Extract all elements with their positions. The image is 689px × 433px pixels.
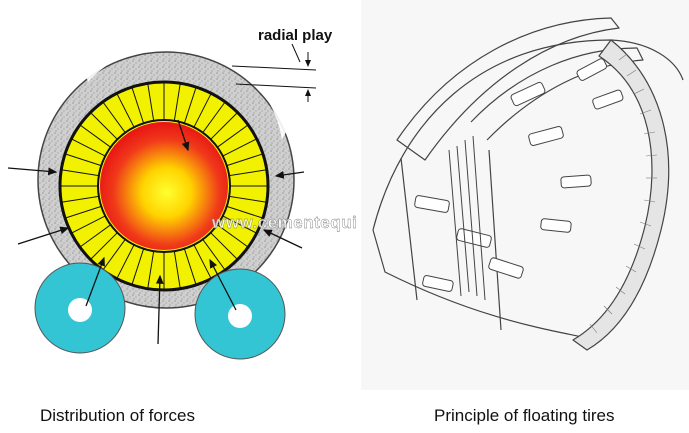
shell-segment-divider xyxy=(79,224,111,248)
shell-segment-divider xyxy=(79,124,111,148)
shell-segment-divider xyxy=(210,112,238,140)
shell-segment-divider xyxy=(217,224,249,248)
tire-slats xyxy=(448,135,486,301)
shell-segment-divider xyxy=(210,232,238,260)
shell-cut-hatching xyxy=(589,53,658,334)
shell-segment-divider xyxy=(71,215,106,234)
shell-segment-lines xyxy=(60,82,268,290)
shell-segment-divider xyxy=(61,169,99,177)
shell-segment-divider xyxy=(90,232,118,260)
shell-segment-divider xyxy=(229,169,267,177)
shell-segment-divider xyxy=(183,86,197,124)
shell-segment-divider xyxy=(102,239,126,271)
shell-segment-divider xyxy=(64,205,102,219)
shell-segment-divider xyxy=(183,248,197,286)
support-roller-right xyxy=(194,268,286,360)
floating-tire-sketch-panel xyxy=(361,0,689,390)
support-roller-left xyxy=(34,262,126,354)
shell-segment-divider xyxy=(116,93,135,128)
caption-floating-tires: Principle of floating tires xyxy=(434,406,615,425)
shell-segment-divider xyxy=(147,83,155,121)
kiln-shell-core xyxy=(100,122,228,250)
tire-support-blocks xyxy=(414,58,624,292)
floating-tire-sketch xyxy=(372,17,684,351)
shell-segment-divider xyxy=(71,138,106,157)
shell-segment-divider xyxy=(222,215,257,234)
shell-segment-divider xyxy=(217,124,249,148)
caption-distribution-of-forces: Distribution of forces xyxy=(40,406,195,425)
shell-segment-divider xyxy=(90,112,118,140)
shell-segment-divider xyxy=(116,244,135,279)
shell-outer-edge xyxy=(372,39,684,231)
shell-segment-divider xyxy=(147,251,155,289)
shell-segment-divider xyxy=(102,101,126,133)
radial-play-label: radial play xyxy=(258,27,333,44)
shell-segment-divider xyxy=(226,205,264,219)
shell-segment-divider xyxy=(193,93,212,128)
radial-play-dimension xyxy=(231,43,317,102)
tire-front-face xyxy=(400,149,502,331)
shell-segment-divider xyxy=(226,153,264,167)
shell-segment-divider xyxy=(229,195,267,203)
shell-segment-divider xyxy=(202,101,226,133)
shell-segment-divider xyxy=(222,138,257,157)
shell-segment-divider xyxy=(202,239,226,271)
watermark-text: www.cementequipment.org xyxy=(211,213,358,232)
shell-cut-edge xyxy=(572,39,670,351)
tire-outer-edge xyxy=(396,17,620,161)
shell-segment-divider xyxy=(193,244,212,279)
shell-segment-divider xyxy=(61,195,99,203)
shell-segment-divider xyxy=(131,248,145,286)
shell-segment-divider xyxy=(131,86,145,124)
forces-diagram: radial play www.cementequipment.org xyxy=(7,27,445,360)
shell-inner-edge xyxy=(97,119,231,253)
shell-segment-divider xyxy=(173,83,181,121)
shell-segment-divider xyxy=(173,251,181,289)
force-arrows xyxy=(7,119,305,345)
shell-lower-edge xyxy=(372,229,588,339)
forces-diagram-panel: radial play www.cementequipment.org xyxy=(0,0,445,392)
shell-segment-divider xyxy=(64,153,102,167)
tire-inner-edge xyxy=(470,47,644,141)
